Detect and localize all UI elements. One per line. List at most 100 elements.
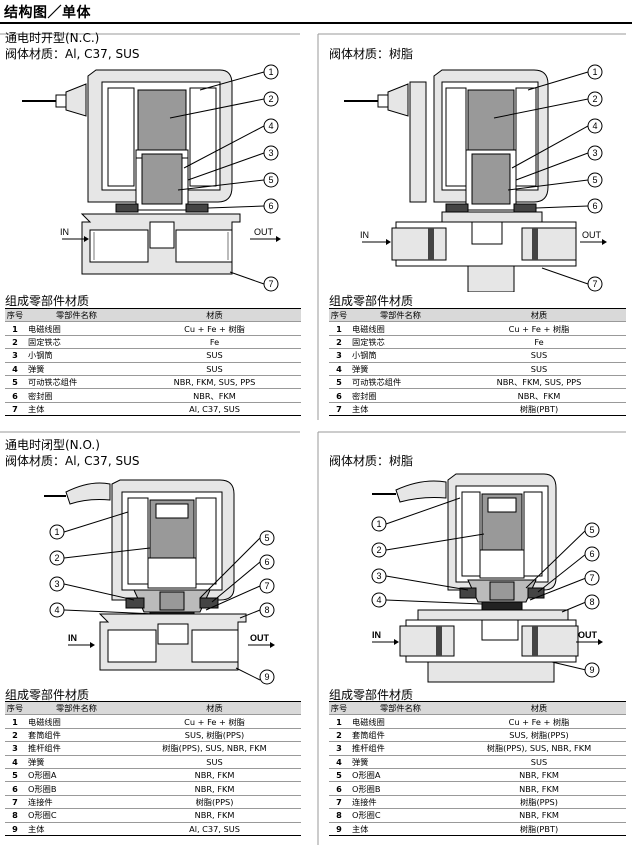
header-no: 序号 xyxy=(329,700,349,716)
row-material: NBR, FKM xyxy=(452,808,626,823)
no-resin-callout-1: 1 xyxy=(376,519,381,529)
row-material: SUS xyxy=(452,348,626,363)
row-name: 连接件 xyxy=(349,795,452,810)
no-resin-callout-3: 3 xyxy=(376,571,381,581)
row-name: 套筒组件 xyxy=(349,728,452,743)
nc-metal-callout-2: 2 xyxy=(268,94,273,104)
header-name: 零部件名称 xyxy=(349,307,452,323)
no-resin-diagram: IN OUT 1 2 3 4 5 6 7 8 9 xyxy=(371,473,603,683)
row-no: 7 xyxy=(329,402,349,417)
row-material: Cu + Fe + 树脂 xyxy=(128,714,301,729)
no-metal-body-material: 阀体材质：Al, C37, SUS xyxy=(5,454,140,468)
nc-resin-out-label: OUT xyxy=(582,230,602,240)
row-no: 3 xyxy=(5,741,25,756)
row-no: 2 xyxy=(329,335,349,350)
row-no: 9 xyxy=(329,822,349,836)
row-no: 4 xyxy=(5,362,25,376)
row-name: 可动铁芯组件 xyxy=(25,375,128,390)
row-no: 4 xyxy=(5,755,25,769)
nc-metal-body-material: 阀体材质：Al, C37, SUS xyxy=(5,47,140,61)
row-no: 5 xyxy=(5,768,25,783)
no-resin-body-material: 阀体材质：树脂 xyxy=(329,454,414,468)
header-no: 序号 xyxy=(5,307,25,323)
no-resin-callout-2: 2 xyxy=(376,545,381,555)
row-name: 弹簧 xyxy=(25,755,128,769)
nc-metal-callout-5: 5 xyxy=(268,175,273,185)
header-material: 材质 xyxy=(128,307,301,323)
nc-metal-callout-3: 3 xyxy=(268,148,273,158)
row-name: O形圈B xyxy=(25,781,128,796)
row-material: SUS xyxy=(452,755,626,769)
row-no: 4 xyxy=(329,362,349,376)
nc-resin-callout-5: 5 xyxy=(592,175,597,185)
row-name: O形圈C xyxy=(25,808,128,823)
no-metal-callout-3: 3 xyxy=(54,579,59,589)
row-no: 1 xyxy=(5,321,25,336)
row-no: 5 xyxy=(5,375,25,390)
nc-metal-diagram: IN OUT 1 2 4 3 5 6 7 xyxy=(22,64,281,292)
nc-metal-callout-6: 6 xyxy=(268,201,273,211)
row-material: SUS xyxy=(452,362,626,376)
no-resin-callout-8: 8 xyxy=(589,597,594,607)
no-metal-callout-1: 1 xyxy=(54,527,59,537)
nc-metal-table-title: 组成零部件材质 xyxy=(5,294,90,308)
no-resin-out-label: OUT xyxy=(578,630,598,640)
row-no: 8 xyxy=(329,808,349,823)
row-no: 7 xyxy=(5,795,25,810)
no-metal-diagram: IN OUT 1 2 3 4 5 6 7 8 9 xyxy=(44,479,275,685)
row-name: 套筒组件 xyxy=(25,728,128,743)
no-resin-callout-5: 5 xyxy=(589,525,594,535)
row-material: Fe xyxy=(452,335,626,350)
row-name: 弹簧 xyxy=(25,362,128,376)
row-no: 7 xyxy=(5,402,25,417)
nc-metal-callout-1: 1 xyxy=(268,67,273,77)
row-name: 电磁线圈 xyxy=(349,321,452,336)
nc-metal-callout-7: 7 xyxy=(268,279,273,289)
table-header-row: 序号 零部件名称 材质 xyxy=(329,307,626,323)
row-name: 推杆组件 xyxy=(25,741,128,756)
nc-resin-in-label: IN xyxy=(360,230,369,240)
row-name: 固定铁芯 xyxy=(349,335,452,350)
row-material: 树脂(PBT) xyxy=(452,402,626,417)
row-no: 9 xyxy=(5,822,25,836)
row-material: SUS xyxy=(128,362,301,376)
no-metal-out-label: OUT xyxy=(250,633,270,643)
row-no: 1 xyxy=(5,714,25,729)
row-material: 树脂(PBT) xyxy=(452,822,626,836)
no-metal-callout-9: 9 xyxy=(264,672,269,682)
row-material: NBR、FKM xyxy=(128,388,301,403)
row-name: 可动铁芯组件 xyxy=(349,375,452,390)
nc-resin-table-title: 组成零部件材质 xyxy=(329,294,414,308)
no-resin-in-label: IN xyxy=(372,630,381,640)
row-material: NBR, FKM xyxy=(128,808,301,823)
row-no: 2 xyxy=(5,335,25,350)
row-no: 6 xyxy=(5,781,25,796)
row-name: 主体 xyxy=(349,402,452,417)
row-name: 主体 xyxy=(349,822,452,836)
row-name: 主体 xyxy=(25,822,128,836)
nc-resin-callout-1: 1 xyxy=(592,67,597,77)
row-material: Cu + Fe + 树脂 xyxy=(452,714,626,729)
nc-resin-callout-3: 3 xyxy=(592,148,597,158)
row-no: 3 xyxy=(5,348,25,363)
no-resin-callout-7: 7 xyxy=(589,573,594,583)
header-no: 序号 xyxy=(329,307,349,323)
